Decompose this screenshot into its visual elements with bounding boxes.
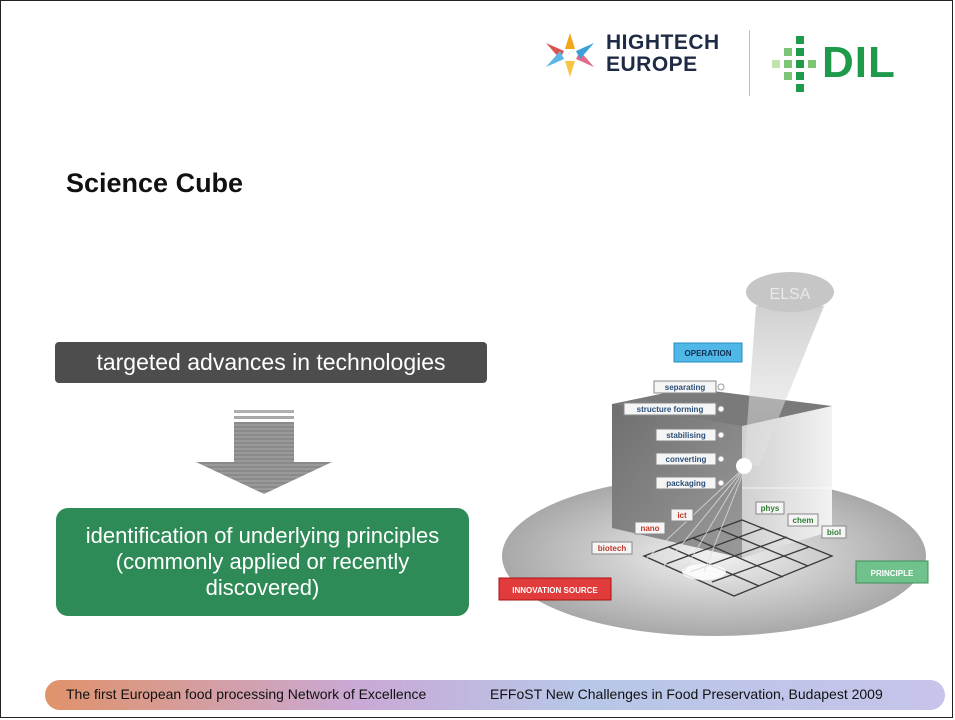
operation-item: packaging xyxy=(666,479,706,488)
principle-item: chem xyxy=(793,516,814,525)
principles-box-text: identification of underlying principles … xyxy=(85,523,440,600)
innovation-item: ict xyxy=(677,511,687,520)
slide-title: Science Cube xyxy=(66,168,244,198)
elsa-beam xyxy=(744,306,824,466)
elsa-label: ELSA xyxy=(770,286,811,303)
innovation-source-label: INNOVATION SOURCE xyxy=(512,586,598,595)
science-cube-diagram: ELSA OPERATION separating structure form… xyxy=(498,272,929,636)
operation-tag xyxy=(673,342,743,363)
innovation-source-tag xyxy=(498,577,612,601)
principle-tag xyxy=(855,560,929,584)
operation-item: stabilising xyxy=(666,431,706,440)
hightech-word: HIGHTECH xyxy=(606,31,720,54)
operation-item: separating xyxy=(665,383,706,392)
advances-box: targeted advances in technologies xyxy=(55,342,487,383)
elsa-cloud xyxy=(746,272,834,312)
innovation-item: nano xyxy=(640,524,659,533)
dil-logo: DIL xyxy=(770,34,930,94)
hightech-logo-text: HIGHTECH EUROPE xyxy=(606,32,720,76)
innovation-item: biotech xyxy=(598,544,627,553)
dil-logo-text: DIL xyxy=(822,38,896,87)
footer-left-text: The first European food processing Netwo… xyxy=(66,686,427,702)
principle-item: phys xyxy=(761,504,780,513)
principles-box: identification of underlying principles … xyxy=(56,508,469,616)
dil-mark-icon xyxy=(772,36,816,92)
star-logo-icon xyxy=(546,33,594,77)
europe-word: EUROPE xyxy=(606,53,698,76)
footer-bar xyxy=(45,680,945,710)
down-arrow-icon xyxy=(196,410,332,494)
operation-item: structure forming xyxy=(637,405,704,414)
operation-tag-label: OPERATION xyxy=(685,349,732,358)
operation-item: converting xyxy=(666,455,707,464)
footer-right-text: EFFoST New Challenges in Food Preservati… xyxy=(490,686,883,702)
hightech-europe-logo: HIGHTECH EUROPE xyxy=(542,30,720,80)
logo-divider xyxy=(749,30,750,96)
principle-item: biol xyxy=(827,528,841,537)
principle-tag-label: PRINCIPLE xyxy=(871,569,914,578)
